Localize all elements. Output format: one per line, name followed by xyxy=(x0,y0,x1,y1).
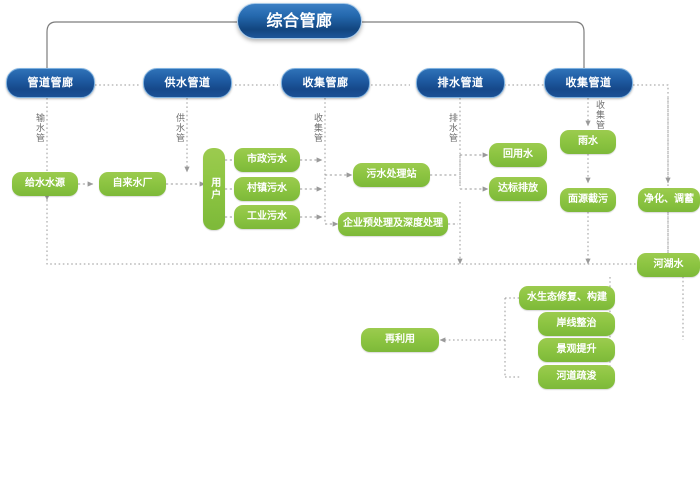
node-sewage-treatment-station[interactable]: 污水处理站 xyxy=(353,163,430,187)
pipe-label-supply: 供水管 xyxy=(174,113,184,143)
node-collection-corridor[interactable]: 收集管廊 xyxy=(281,68,370,98)
node-municipal-sewage[interactable]: 市政污水 xyxy=(234,148,300,172)
pipe-label-transmission: 输水管 xyxy=(34,113,44,143)
node-collection-pipe[interactable]: 收集管道 xyxy=(544,68,633,98)
node-purification-storage[interactable]: 净化、调蓄 xyxy=(638,188,700,212)
node-pipe-corridor[interactable]: 管道管廊 xyxy=(6,68,95,98)
node-reclaimed-water[interactable]: 回用水 xyxy=(489,143,547,167)
diagram-title: 综合管廊 xyxy=(237,3,362,39)
node-rainwater[interactable]: 雨水 xyxy=(560,130,616,154)
node-reuse[interactable]: 再利用 xyxy=(361,328,439,352)
pipe-label-drainage: 排水管 xyxy=(447,113,457,143)
node-water-source[interactable]: 给水水源 xyxy=(12,172,78,196)
node-nonpoint-interception[interactable]: 面源截污 xyxy=(560,188,616,212)
node-village-sewage[interactable]: 村镇污水 xyxy=(234,177,300,201)
node-drainage-pipe[interactable]: 排水管道 xyxy=(416,68,505,98)
node-industrial-sewage[interactable]: 工业污水 xyxy=(234,205,300,229)
pipe-label-collection: 收集管 xyxy=(312,113,322,143)
node-landscape-upgrade[interactable]: 景观提升 xyxy=(538,338,615,362)
node-river-dredging[interactable]: 河道疏浚 xyxy=(538,365,615,389)
node-water-supply-pipe[interactable]: 供水管道 xyxy=(143,68,232,98)
node-river-lake-water[interactable]: 河湖水 xyxy=(637,253,700,277)
node-waterworks[interactable]: 自来水厂 xyxy=(99,172,166,196)
node-shoreline-renovation[interactable]: 岸线整治 xyxy=(538,312,615,336)
node-users[interactable]: 用户 xyxy=(203,148,225,230)
node-compliant-discharge[interactable]: 达标排放 xyxy=(489,177,547,201)
pipe-label-collection-2: 收集管 xyxy=(594,100,604,130)
node-eco-restoration[interactable]: 水生态修复、构建 xyxy=(519,286,615,310)
node-enterprise-pretreatment[interactable]: 企业预处理及深度处理 xyxy=(338,212,448,236)
